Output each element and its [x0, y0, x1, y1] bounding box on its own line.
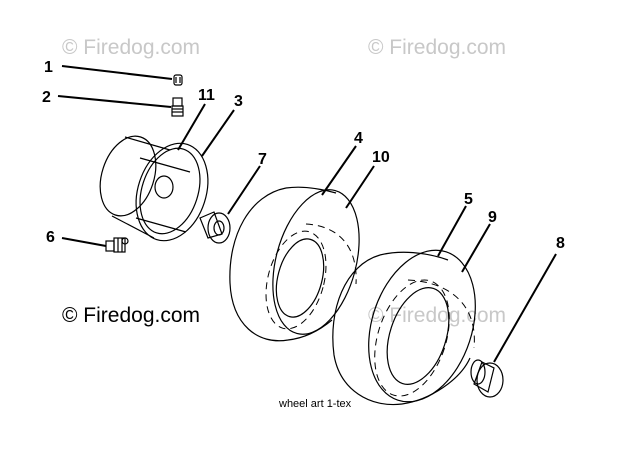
- callout-4: 4: [354, 130, 363, 147]
- leader-9: [461, 223, 491, 273]
- callout-1: 1: [44, 59, 53, 76]
- callout-3: 3: [234, 93, 243, 110]
- rear-tire: [332, 249, 476, 406]
- watermark-top-left: © Firedog.com: [62, 36, 200, 59]
- leader-10: [345, 165, 375, 209]
- leader-4: [321, 145, 357, 196]
- leader-8: [493, 253, 557, 363]
- callout-2: 2: [42, 89, 51, 106]
- callout-9: 9: [488, 209, 497, 226]
- figure-caption: wheel art 1-tex: [278, 398, 352, 410]
- bushing: [199, 211, 231, 244]
- front-tire: [229, 186, 360, 342]
- leader-5: [437, 205, 467, 257]
- leader-11: [177, 103, 206, 151]
- callout-8: 8: [556, 235, 565, 252]
- leader-3: [201, 109, 235, 157]
- valve-cap: [173, 74, 183, 86]
- watermark-top-right: © Firedog.com: [368, 36, 506, 59]
- hub-cap: [470, 359, 504, 398]
- valve-stem: [171, 97, 184, 117]
- leader-2: [57, 95, 172, 108]
- callout-5: 5: [464, 191, 473, 208]
- leader-7: [227, 165, 261, 215]
- callout-7: 7: [258, 151, 267, 168]
- callout-11: 11: [198, 87, 215, 104]
- watermark-lower-right: © Firedog.com: [368, 304, 506, 327]
- watermark-main: © Firedog.com: [62, 304, 200, 327]
- callout-10: 10: [372, 149, 390, 166]
- wheel-rim: [99, 135, 209, 242]
- grease-fitting: [105, 237, 129, 253]
- leader-1: [61, 65, 173, 80]
- leader-6: [61, 237, 107, 247]
- callout-6: 6: [46, 229, 55, 246]
